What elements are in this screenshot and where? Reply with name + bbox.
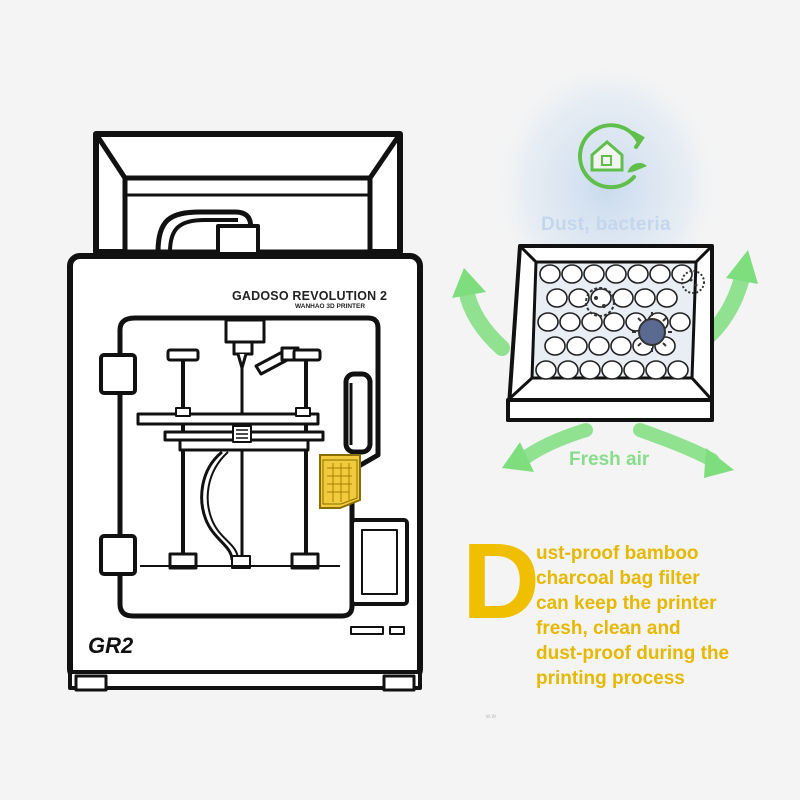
description-text: ust-proof bamboo charcoal bag filter can… (536, 541, 796, 691)
filter-cell (537, 312, 559, 332)
filter-cell (568, 288, 590, 308)
filter-cell (649, 264, 671, 284)
filter-cell (544, 336, 566, 356)
description-line: printing process (536, 668, 685, 689)
description-line: dust-proof during the (536, 643, 730, 664)
filter-cell (601, 360, 623, 380)
filter-cell (656, 288, 678, 308)
filter-cell (623, 360, 645, 380)
filter-cell (535, 360, 557, 380)
filter-cartridge-icon (319, 454, 361, 509)
watermark: w.w (486, 714, 497, 720)
filter-cell (561, 264, 583, 284)
filter-cell (669, 312, 691, 332)
printer-subtitle-label: WANHAO 3D PRINTER (295, 303, 366, 310)
filter-cell (539, 264, 561, 284)
printer-model-label: GR2 (88, 633, 134, 658)
fresh-air-label: Fresh air (569, 449, 650, 470)
bacteria-icon (585, 270, 705, 352)
filter-cells (535, 264, 693, 380)
filter-cell (634, 288, 656, 308)
printer-brand-label: GADOSO REVOLUTION 2 (232, 289, 388, 303)
printer (67, 131, 423, 692)
filter-cell (559, 312, 581, 332)
filter-cell (546, 288, 568, 308)
dust-bacteria-label: Dust, bacteria (541, 214, 671, 235)
description-line: can keep the printer (536, 593, 717, 614)
description-line: fresh, clean and (536, 618, 681, 639)
filter-cell (605, 264, 627, 284)
filter-cell (588, 336, 610, 356)
filter-cell (645, 360, 667, 380)
filter-cell (583, 264, 605, 284)
filter-cell (603, 312, 625, 332)
filter-cell (667, 360, 689, 380)
description-line: ust-proof bamboo (536, 543, 699, 564)
description-line: charcoal bag filter (536, 568, 700, 589)
filter-cell (566, 336, 588, 356)
filter-cell (610, 336, 632, 356)
filter-cell (627, 264, 649, 284)
description-initial: D (462, 520, 540, 641)
airflow-arrows (452, 250, 758, 478)
eco-house-icon (578, 123, 647, 190)
filter-cell (579, 360, 601, 380)
filter-cell (557, 360, 579, 380)
filter-cell (612, 288, 634, 308)
